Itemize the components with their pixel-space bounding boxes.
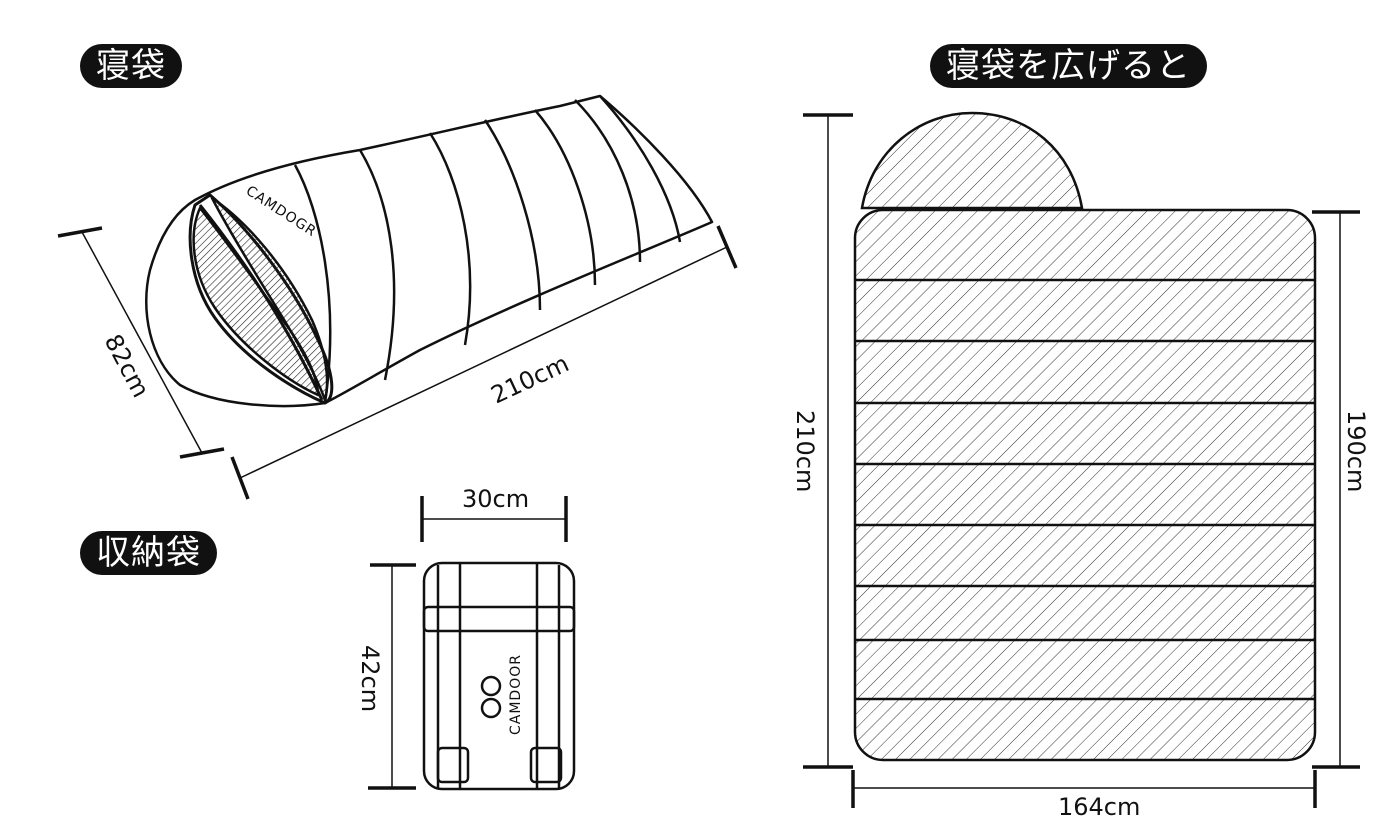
storage-width-dimension <box>420 496 568 542</box>
storage-width-label: 30cm <box>462 485 529 513</box>
storage-logo-mark-2 <box>480 675 502 697</box>
storage-logo-mark-1 <box>480 697 502 719</box>
bag-seam-6 <box>574 99 642 263</box>
bag-seam-2 <box>358 149 396 381</box>
title-sleeping-bag: 寝袋 <box>80 44 182 88</box>
storage-handle-left <box>436 746 470 784</box>
sleeping-bag-illustration <box>145 94 714 408</box>
unfolded-length-label: 210cm <box>791 410 819 492</box>
storage-bag-illustration <box>422 561 576 791</box>
storage-brand-text: CAMDOOR <box>508 654 524 735</box>
bag-length-label: 210cm <box>487 349 574 409</box>
unfolded-length-dimension <box>803 113 853 769</box>
bag-width-label: 82cm <box>99 330 155 402</box>
storage-strap-left <box>436 563 462 789</box>
storage-handle-right <box>529 746 563 784</box>
bag-seam-5 <box>534 109 597 286</box>
unfolded-body-length-label: 190cm <box>1342 410 1370 492</box>
title-unfolded: 寝袋を広げると <box>930 44 1207 88</box>
storage-bag-body <box>422 561 576 791</box>
unfolded-body <box>853 208 1317 762</box>
unfolded-width-label: 164cm <box>1058 793 1140 821</box>
bag-zipper-line <box>198 204 324 401</box>
bag-seam-7 <box>599 95 682 243</box>
storage-height-dimension <box>368 563 416 790</box>
bag-opening-right <box>210 196 329 402</box>
unfolded-hood <box>860 111 1084 210</box>
storage-height-label: 42cm <box>356 645 384 712</box>
title-storage-bag: 収納袋 <box>80 531 217 575</box>
unfolded-body-length-dimension <box>1312 210 1360 769</box>
bag-length-dimension <box>230 225 738 500</box>
bag-seam-4 <box>483 119 542 311</box>
storage-band <box>422 605 576 633</box>
bag-width-dimension <box>57 226 225 459</box>
unfolded-width-dimension <box>851 770 1317 808</box>
bag-outline <box>145 94 714 408</box>
storage-strap-right <box>535 563 561 789</box>
bag-seam-3 <box>428 132 472 346</box>
unfolded-bag-illustration <box>853 111 1317 762</box>
